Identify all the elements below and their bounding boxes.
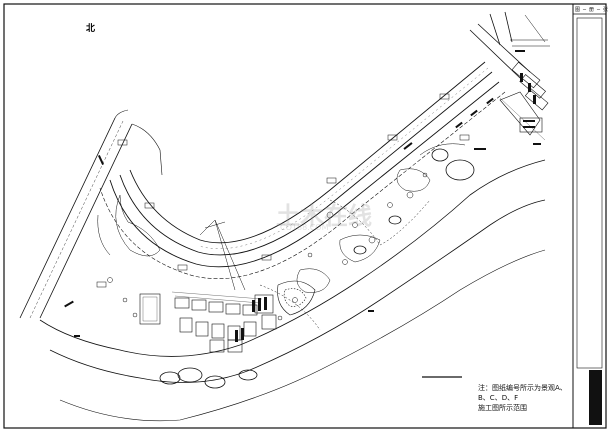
upper-right-road	[469, 11, 550, 79]
riverbank	[39, 148, 546, 422]
main-boulevard	[99, 61, 506, 279]
upper-left-road	[19, 109, 163, 319]
title-block-inner	[576, 17, 603, 369]
drawing-note: 注：图纸编号所示为景观A、B、C、D、F 施工图所示范围	[478, 384, 567, 412]
road-labels	[64, 50, 541, 337]
north-label: 北	[86, 24, 96, 34]
callout-leaders	[96, 93, 470, 291]
watermark-text: 土木在线	[276, 202, 372, 230]
landscape-features	[97, 143, 466, 331]
titleblock-code: 图 ─ 册 ─ 张	[575, 7, 609, 13]
building-hatching	[235, 73, 536, 342]
upper-right-buildings	[499, 61, 549, 141]
title-block	[572, 3, 607, 429]
central-buildings	[139, 280, 316, 353]
title-block-bar	[589, 370, 602, 425]
watermark-subtext: CO188.COM	[280, 223, 329, 232]
